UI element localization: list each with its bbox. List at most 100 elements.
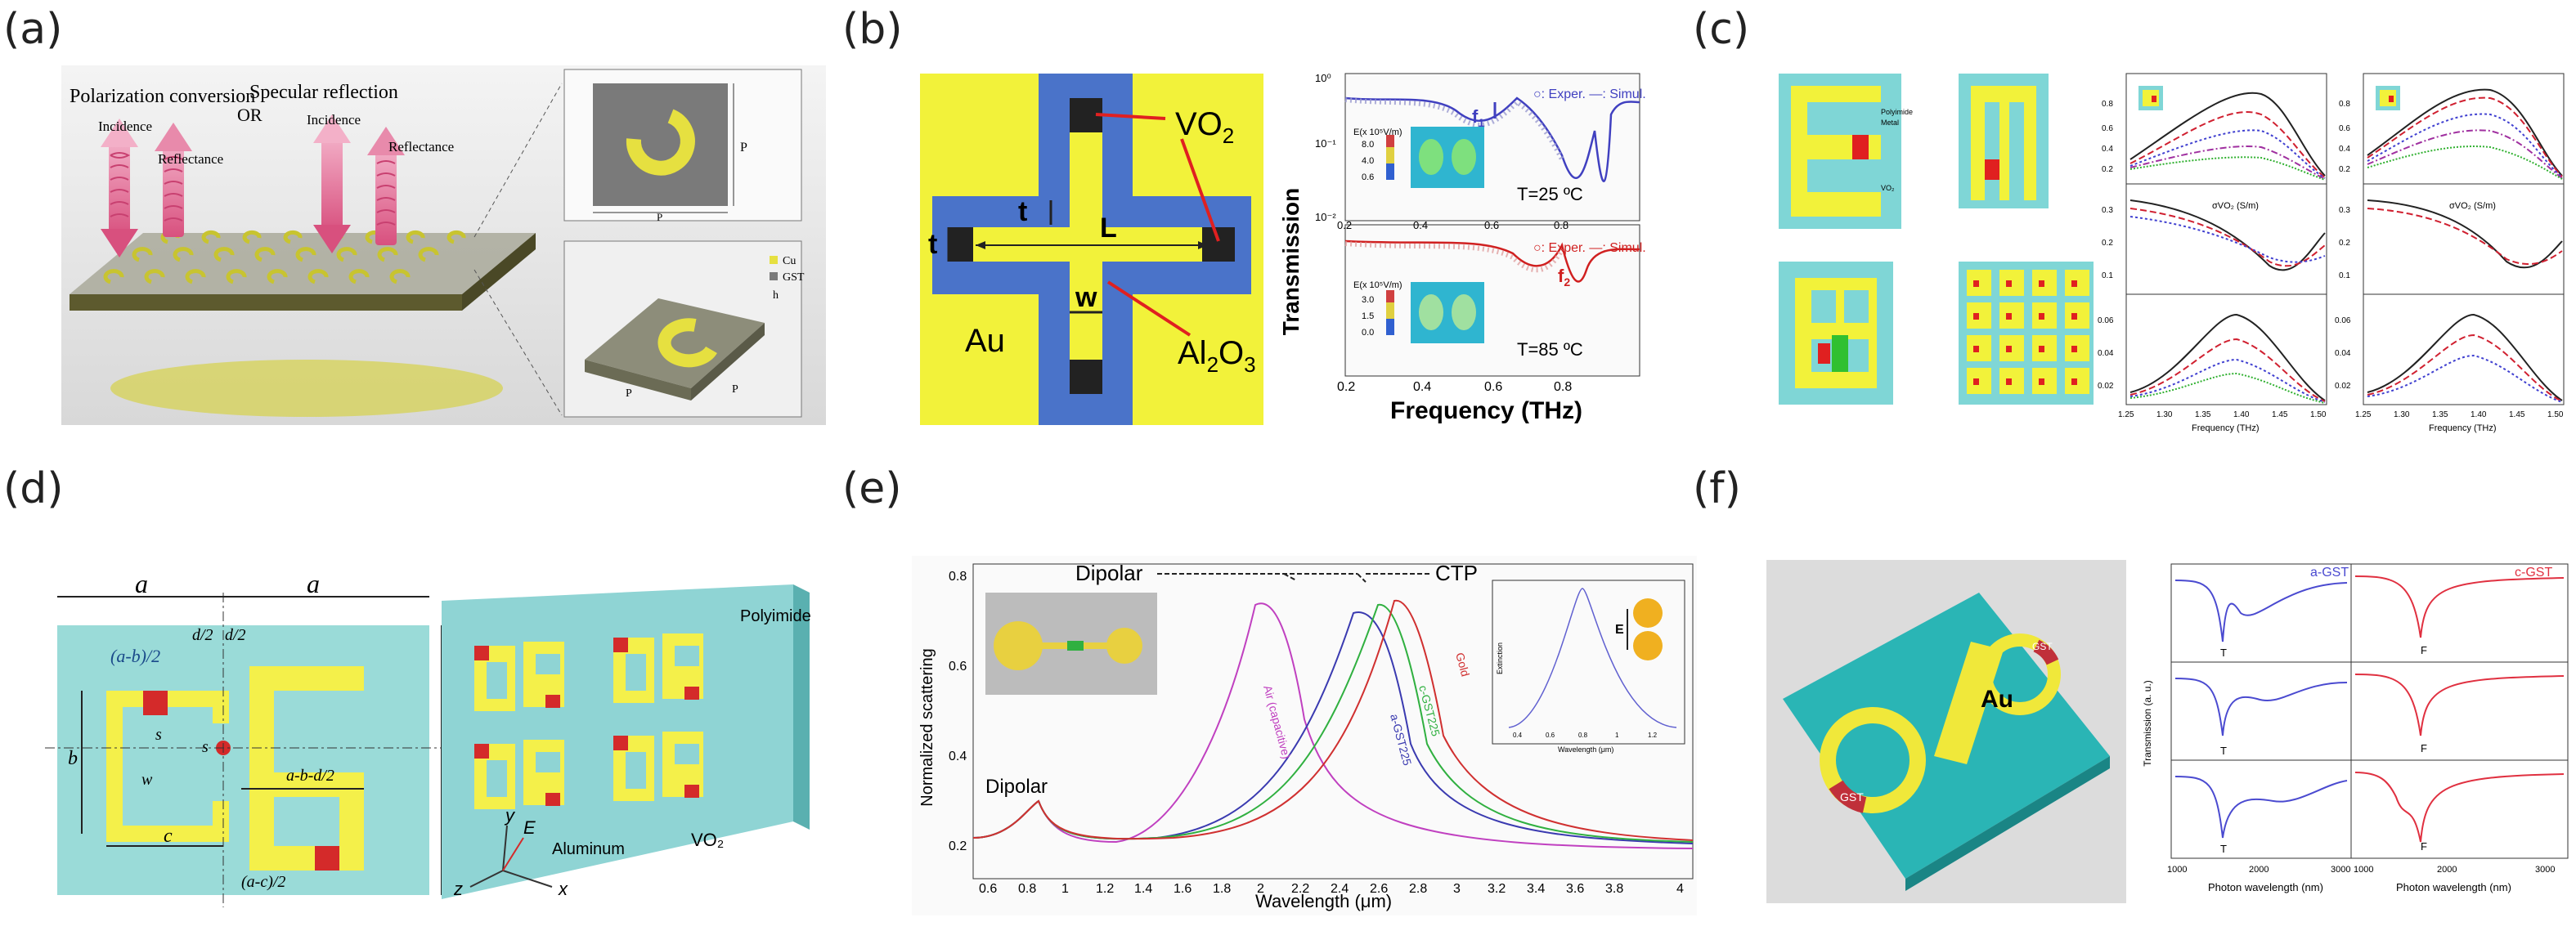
panel-d: a a a (a-b)/2 d/2 d/2 b s s w c a-b-d/2 …: [45, 576, 838, 920]
svg-text:0.2: 0.2: [1337, 219, 1352, 231]
svg-text:3.2: 3.2: [1488, 882, 1506, 896]
svg-text:1.8: 1.8: [1213, 882, 1231, 896]
svg-text:d/2: d/2: [225, 626, 246, 644]
svg-text:1.45: 1.45: [2272, 410, 2288, 419]
svg-text:L: L: [1100, 213, 1117, 244]
svg-text:P: P: [657, 211, 662, 223]
e-xticks: 0.6 0.8 1 1.2 1.4 1.6 1.8 2 2.2 2.4 2.6 …: [979, 882, 1684, 896]
svg-text:s: s: [202, 738, 209, 756]
panel-label-e: (e): [842, 464, 902, 513]
svg-text:f1: f1: [1472, 106, 1484, 129]
panel-c: Polyimide Metal VO₂: [1770, 69, 2568, 437]
svg-text:GST: GST: [2032, 641, 2053, 652]
svg-text:0.8: 0.8: [1578, 732, 1588, 739]
svg-text:σVO₂ (S/m): σVO₂ (S/m): [2449, 201, 2496, 211]
svg-text:0.8: 0.8: [1554, 219, 1568, 231]
svg-text:h: h: [773, 289, 779, 302]
svg-text:0.04: 0.04: [2098, 349, 2114, 358]
svg-text:T: T: [2220, 843, 2227, 855]
svg-text:0.4: 0.4: [1413, 219, 1428, 231]
svg-text:σVO₂ (S/m): σVO₂ (S/m): [2212, 201, 2259, 211]
substrate-top: [70, 233, 536, 294]
svg-text:2000: 2000: [2437, 865, 2457, 875]
transmission-axis-label: Transmission: [1278, 188, 1304, 336]
svg-text:1.50: 1.50: [2547, 410, 2564, 419]
svg-text:2.8: 2.8: [1409, 882, 1427, 896]
panel-label-b: (b): [842, 5, 903, 54]
svg-text:0.06: 0.06: [2098, 316, 2114, 325]
svg-text:Au: Au: [1981, 686, 2013, 713]
svg-text:0.6: 0.6: [1546, 732, 1555, 739]
unit-cell-diagram: [45, 593, 446, 907]
svg-text:T=25 ºC: T=25 ºC: [1517, 184, 1583, 204]
polarization-conversion-text: Polarization conversion: [70, 86, 255, 107]
svg-text:1.45: 1.45: [2509, 410, 2525, 419]
resonator-array: [1959, 262, 2094, 405]
svg-text:F: F: [2421, 644, 2427, 656]
svg-text:1.2: 1.2: [1096, 882, 1114, 896]
svg-text:Polyimide: Polyimide: [740, 607, 811, 625]
svg-text:Gold: Gold: [1453, 651, 1472, 678]
svg-text:0.4: 0.4: [1513, 732, 1523, 739]
svg-text:0.0: 0.0: [1362, 328, 1374, 338]
svg-text:Metal: Metal: [1881, 119, 1899, 127]
panel-f-chart: Transmission (a. u.) a-GST T T T 1000 20…: [2134, 560, 2572, 903]
panel-b-chart: Transmission E(x 10⁵V/m) 8.0 4.0 0.6 ○: …: [1268, 65, 1676, 433]
svg-text:1.30: 1.30: [2394, 410, 2410, 419]
ctp-label: CTP: [1435, 561, 1478, 585]
svg-text:0.4: 0.4: [2339, 145, 2350, 154]
svg-text:b: b: [68, 748, 78, 769]
svg-text:1.40: 1.40: [2471, 410, 2487, 419]
svg-text:T=85 ºC: T=85 ºC: [1517, 339, 1583, 360]
svg-text:c-GST: c-GST: [2515, 566, 2552, 580]
svg-text:0.3: 0.3: [2339, 206, 2350, 215]
svg-text:VO₂: VO₂: [691, 830, 724, 850]
svg-text:E: E: [523, 817, 536, 838]
al2o3-label: Al2O3: [1178, 335, 1256, 377]
spectra-column-1: σVO₂ (S/m) 0.8 0.6 0.4 0.2 0.3 0.2 0.1 0…: [2098, 73, 2327, 433]
reflectance-arrow-2: [367, 127, 405, 245]
svg-text:1000: 1000: [2354, 865, 2373, 875]
legend-cu-swatch: [770, 256, 778, 264]
svg-text:0.2: 0.2: [2102, 165, 2113, 174]
svg-text:3000: 3000: [2331, 865, 2350, 875]
a-gst-column: a-GST T T T 1000 2000 3000 Photon wavele…: [2167, 563, 2352, 893]
nanoantenna-inset: [985, 593, 1157, 695]
svg-text:a-GST: a-GST: [2310, 566, 2349, 580]
au-label: Au: [965, 323, 1005, 359]
reflectance-text-2: Reflectance: [388, 139, 454, 154]
svg-text:0.8: 0.8: [949, 570, 967, 584]
svg-text:0.1: 0.1: [2339, 271, 2350, 280]
incidence-text-2: Incidence: [307, 112, 361, 128]
svg-text:GST: GST: [783, 271, 805, 284]
svg-text:4: 4: [1676, 882, 1684, 896]
svg-text:2000: 2000: [2249, 865, 2269, 875]
transmission-plot-top: E(x 10⁵V/m) 8.0 4.0 0.6 ○: Exper. —: Sim…: [1344, 73, 1646, 222]
svg-text:3.0: 3.0: [1362, 295, 1374, 305]
transmission-plot-bottom: E(x 10⁵V/m) 3.0 1.5 0.0 ○: Exper. —: Sim…: [1344, 224, 1646, 377]
svg-text:0.6: 0.6: [949, 660, 967, 674]
svg-text:VO₂: VO₂: [1881, 184, 1895, 192]
svg-text:1000: 1000: [2167, 865, 2187, 875]
incidence-text-1: Incidence: [98, 119, 152, 134]
legend-gst-swatch: [770, 272, 778, 280]
svg-text:0.6: 0.6: [979, 882, 997, 896]
gst-ring-left: [1820, 707, 1926, 813]
svg-text:1.6: 1.6: [1174, 882, 1192, 896]
svg-text:3: 3: [1453, 882, 1461, 896]
svg-text:Photon wavelength (nm): Photon wavelength (nm): [2396, 881, 2511, 893]
svg-text:0.6: 0.6: [1362, 172, 1374, 182]
svg-text:10⁰: 10⁰: [1315, 72, 1331, 84]
svg-text:0.8: 0.8: [2339, 100, 2350, 109]
svg-text:F: F: [2421, 742, 2427, 754]
panel-label-c: (c): [1693, 5, 1750, 54]
svg-text:w: w: [141, 771, 153, 789]
svg-text:Aluminum: Aluminum: [552, 840, 625, 858]
svg-text:GST: GST: [1840, 790, 1864, 803]
svg-text:a-b-d/2: a-b-d/2: [286, 767, 334, 785]
dipolar-top-label: Dipolar: [1075, 561, 1143, 585]
svg-text:E(x 10⁵V/m): E(x 10⁵V/m): [1353, 128, 1402, 137]
svg-text:y: y: [504, 805, 516, 826]
incidence-arrow-2: [313, 114, 351, 253]
svg-text:Polyimide: Polyimide: [1881, 108, 1913, 116]
